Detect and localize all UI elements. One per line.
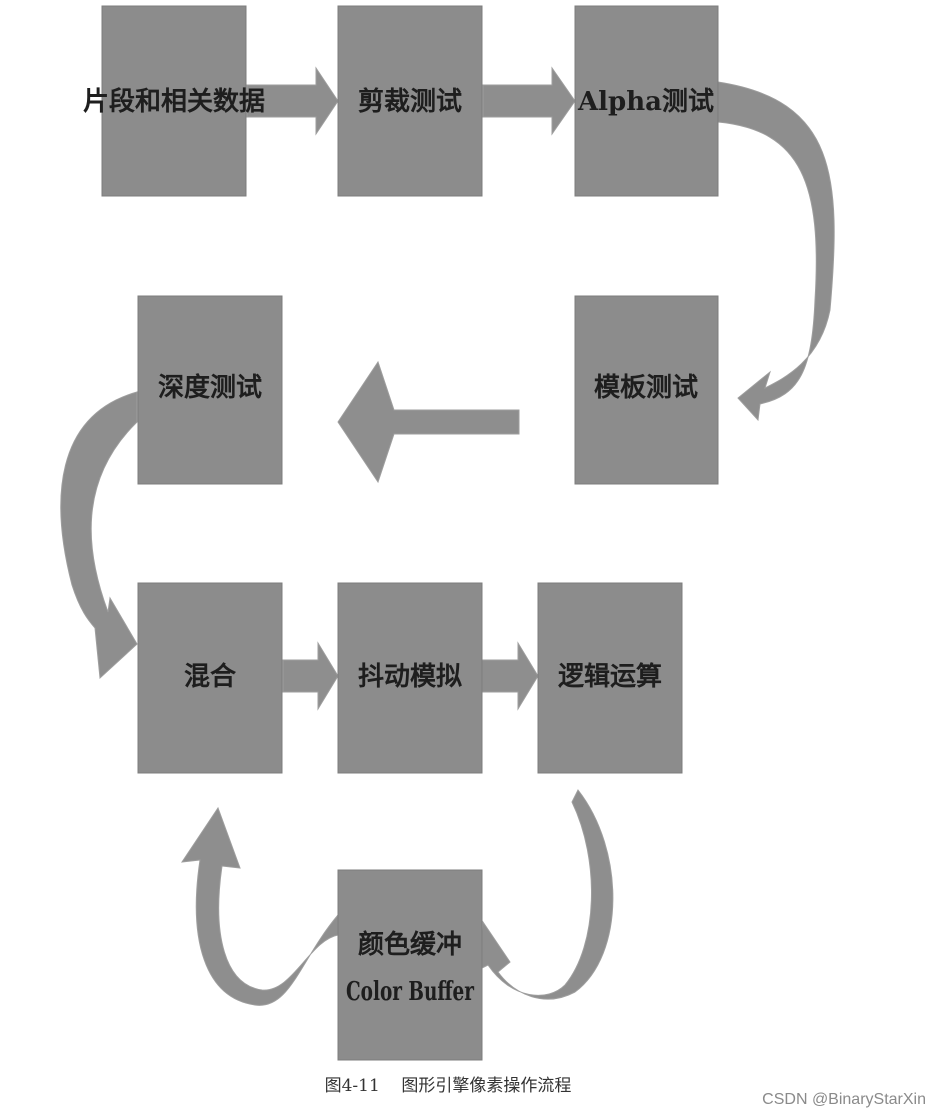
label-logic-op: 逻辑运算 — [558, 661, 662, 692]
label-stencil-test: 模板测试 — [594, 373, 698, 403]
label-scissor-test: 剪裁测试 — [358, 86, 462, 117]
box-scissor-test — [337, 5, 483, 197]
box-blending — [137, 582, 283, 774]
box-color-buffer — [337, 869, 483, 1061]
label-fragment-data: 片段和相关数据 — [83, 86, 265, 117]
label-alpha-test: Alpha测试 — [577, 87, 714, 117]
arrow-fragment-to-scissor — [246, 66, 339, 136]
label-depth-test: 深度测试 — [158, 372, 262, 403]
arrow-stencil-to-depth — [337, 360, 520, 484]
box-depth-test — [137, 295, 283, 485]
label-color-buffer-en: Color Buffer — [346, 977, 474, 1007]
arrow-scissor-to-alpha — [482, 66, 576, 136]
arrow-colorbuffer-to-blend — [180, 806, 339, 1006]
box-logic-op — [537, 582, 683, 774]
watermark: CSDN @BinaryStarXin — [762, 1091, 926, 1108]
box-fragment-data — [101, 5, 247, 197]
arrow-depth-to-blend — [60, 391, 138, 680]
label-color-buffer-cn: 颜色缓冲 — [358, 929, 462, 960]
arrow-dither-to-logic — [481, 641, 539, 711]
figure-caption: 图4-11 图形引擎像素操作流程 — [325, 1076, 572, 1096]
arrow-logic-to-colorbuffer — [477, 789, 614, 1000]
arrow-alpha-to-stencil — [717, 81, 835, 422]
label-dithering: 抖动模拟 — [358, 662, 462, 692]
box-alpha-test — [574, 5, 719, 197]
box-stencil-test — [574, 295, 719, 485]
label-blending: 混合 — [184, 661, 237, 692]
arrow-blend-to-dither — [282, 641, 339, 711]
box-dithering — [337, 582, 483, 774]
